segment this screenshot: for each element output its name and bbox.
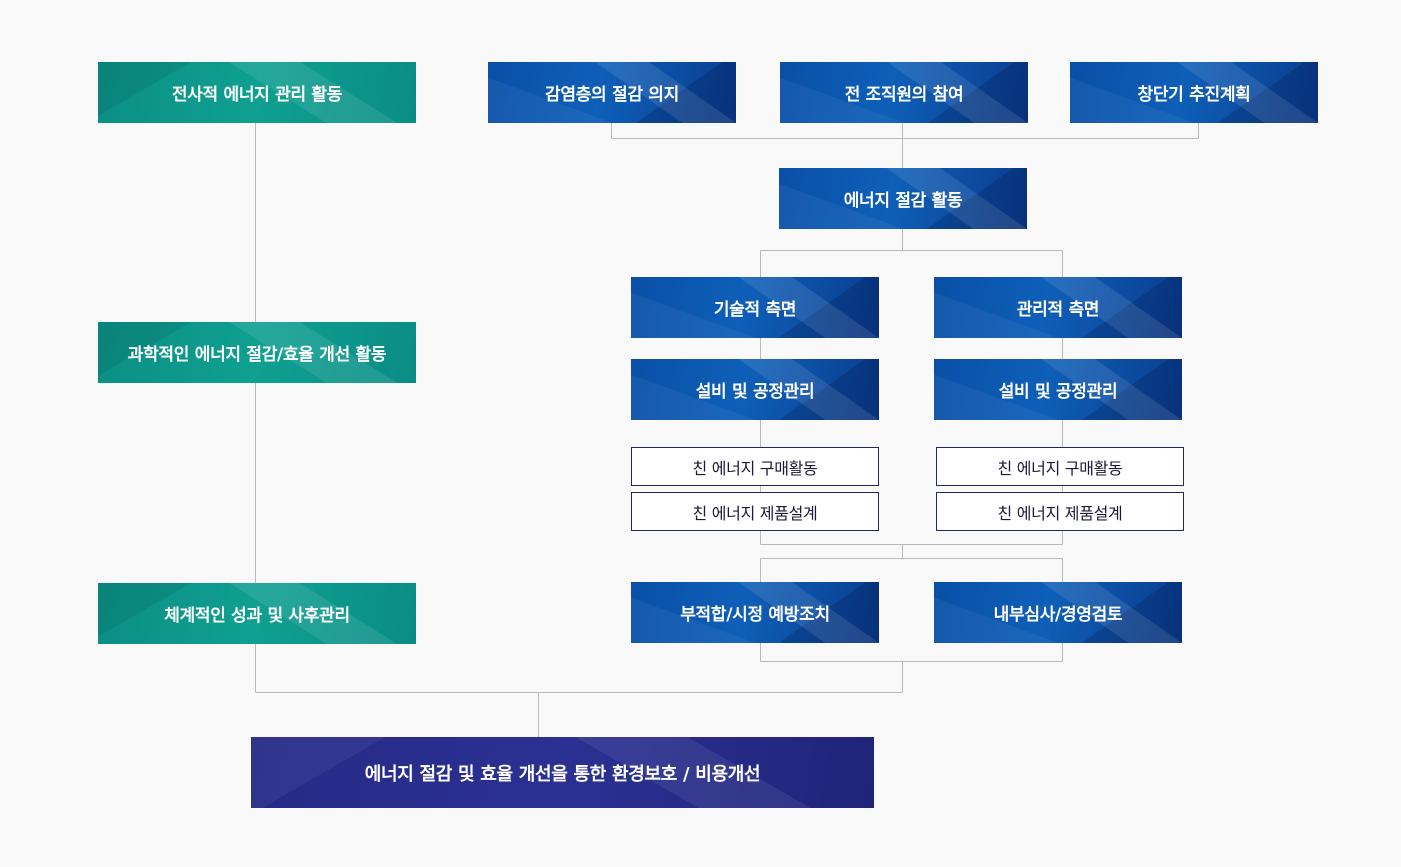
systematic-followup-box: 체계적인 성과 및 사후관리 xyxy=(98,583,416,644)
technical-product-design-box: 친 에너지 제품설계 xyxy=(631,492,879,531)
final-goal-label: 에너지 절감 및 효율 개선을 통한 환경보호 / 비용개선 xyxy=(364,763,761,785)
company-wide-energy-management-box: 전사적 에너지 관리 활동 xyxy=(98,62,416,123)
internal-audit-label: 내부심사/경영검토 xyxy=(993,605,1123,625)
energy-saving-activity-box: 에너지 절감 활동 xyxy=(779,168,1027,229)
managerial-purchasing-label: 친 에너지 구매활동 xyxy=(997,458,1123,478)
management-will-box: 감염층의 절감 의지 xyxy=(488,62,736,123)
internal-audit-box: 내부심사/경영검토 xyxy=(934,582,1182,643)
managerial-purchasing-box: 친 에너지 구매활동 xyxy=(936,447,1184,486)
management-will-label: 감염층의 절감 의지 xyxy=(545,85,679,105)
prevention-action-box: 부적합/시정 예방조치 xyxy=(631,582,879,643)
technical-product-design-label: 친 에너지 제품설계 xyxy=(692,503,818,523)
managerial-facility-label: 설비 및 공정관리 xyxy=(998,382,1118,402)
systematic-label: 체계적인 성과 및 사후관리 xyxy=(164,606,350,626)
all-staff-label: 전 조직원의 참여 xyxy=(844,85,964,105)
technical-facility-process-box: 설비 및 공정관리 xyxy=(631,359,879,420)
technical-aspect-box: 기술적 측면 xyxy=(631,277,879,338)
scientific-improvement-box: 과학적인 에너지 절감/효율 개선 활동 xyxy=(98,322,416,383)
plans-box: 창단기 추진계획 xyxy=(1070,62,1318,123)
all-staff-participation-box: 전 조직원의 참여 xyxy=(780,62,1028,123)
final-goal-box: 에너지 절감 및 효율 개선을 통한 환경보호 / 비용개선 xyxy=(251,737,874,808)
technical-purchasing-box: 친 에너지 구매활동 xyxy=(631,447,879,486)
managerial-facility-process-box: 설비 및 공정관리 xyxy=(934,359,1182,420)
technical-facility-label: 설비 및 공정관리 xyxy=(695,382,815,402)
energy-saving-label: 에너지 절감 활동 xyxy=(843,191,963,211)
company-wide-label: 전사적 에너지 관리 활동 xyxy=(171,85,343,105)
scientific-label: 과학적인 에너지 절감/효율 개선 활동 xyxy=(127,345,387,365)
plans-label: 창단기 추진계획 xyxy=(1137,85,1251,105)
technical-purchasing-label: 친 에너지 구매활동 xyxy=(692,458,818,478)
managerial-product-design-label: 친 에너지 제품설계 xyxy=(997,503,1123,523)
managerial-aspect-label: 관리적 측면 xyxy=(1016,300,1100,320)
managerial-aspect-box: 관리적 측면 xyxy=(934,277,1182,338)
technical-aspect-label: 기술적 측면 xyxy=(713,300,797,320)
managerial-product-design-box: 친 에너지 제품설계 xyxy=(936,492,1184,531)
prevention-label: 부적합/시정 예방조치 xyxy=(680,605,830,625)
